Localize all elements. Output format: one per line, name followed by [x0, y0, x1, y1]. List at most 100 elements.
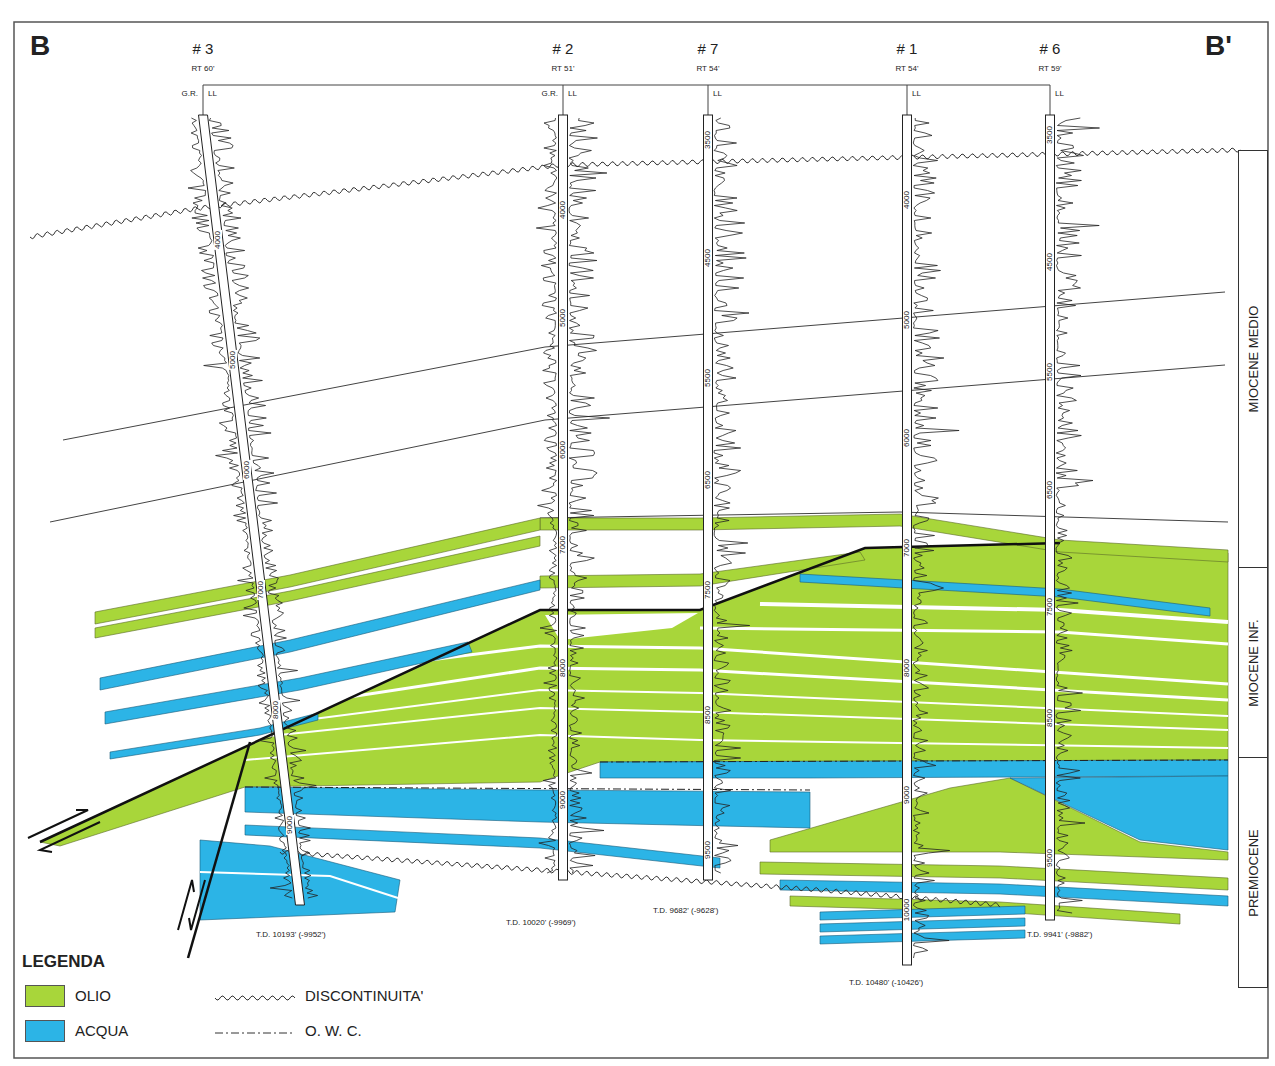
depth-mark: 5500	[1046, 362, 1054, 382]
well-header	[1050, 85, 1051, 115]
depth-mark: 7000	[903, 538, 911, 558]
depth-mark: 6000	[559, 440, 567, 460]
well-column	[1046, 115, 1055, 920]
depth-mark: 3500	[1046, 125, 1054, 145]
fault-arrow	[189, 880, 205, 930]
depth-mark: 6500	[1046, 480, 1054, 500]
layer-gap	[245, 604, 1228, 760]
well-header	[203, 85, 204, 115]
fault-arrow	[40, 822, 100, 852]
depth-mark: 4500	[1046, 252, 1054, 272]
well-log-trace	[714, 118, 750, 873]
water-layer	[800, 574, 1210, 616]
well-annotation: G.R.	[182, 89, 198, 98]
well-log-trace	[188, 118, 292, 898]
band-label: MIOCENE MEDIO	[1246, 306, 1261, 413]
depth-mark: 8500	[1046, 708, 1054, 728]
section-end-label: B	[30, 30, 50, 62]
legend-text: OLIO	[75, 987, 111, 1004]
fault-arrow	[178, 880, 194, 930]
legend-sample	[215, 996, 295, 1033]
water-layer	[800, 574, 1210, 616]
water-layer	[1010, 776, 1228, 850]
total-depth: T.D. 9941' (-9882')	[1026, 930, 1093, 939]
owc-line	[245, 760, 1228, 790]
well-column	[903, 115, 912, 965]
layer-gap	[700, 628, 1228, 644]
legend-swatch	[25, 985, 65, 1007]
stratigraphic-band: MIOCENE MEDIO	[1238, 150, 1268, 568]
well-header	[907, 85, 908, 115]
well-column	[199, 115, 1055, 965]
total-depth: T.D. 10193' (-9952')	[255, 930, 327, 939]
depth-mark: 5000	[559, 308, 567, 328]
depth-mark: 9000	[559, 790, 567, 810]
depth-mark: 7500	[704, 580, 712, 600]
well-column	[559, 115, 568, 880]
oil-layer	[95, 536, 540, 638]
owc-line	[600, 760, 1228, 762]
well-annotation: LL	[208, 89, 217, 98]
layer-gap	[260, 708, 1228, 737]
fault-arrow	[28, 810, 205, 930]
depth-mark: 6000	[243, 460, 251, 480]
well-log-trace	[913, 118, 959, 958]
oil-layer	[95, 518, 540, 624]
depth-mark: 3500	[704, 130, 712, 150]
well-log-trace	[569, 118, 610, 873]
well-log	[188, 118, 1100, 958]
depth-mark: 10000	[903, 898, 911, 922]
well-log-trace	[1056, 118, 1100, 913]
depth-mark: 6000	[903, 428, 911, 448]
well-header	[203, 85, 1050, 115]
depth-mark: 8000	[559, 658, 567, 678]
depth-mark: 4000	[559, 200, 567, 220]
legend-text: O. W. C.	[305, 1022, 362, 1039]
well-header	[708, 85, 709, 115]
depth-mark: 4000	[214, 230, 222, 250]
total-depth: T.D. 9682' (-9628')	[652, 906, 719, 915]
fault	[188, 742, 250, 958]
well-name: # 2	[553, 40, 574, 57]
well-name: # 3	[193, 40, 214, 57]
well-log-trace	[536, 118, 557, 873]
fault-arrow	[28, 810, 88, 838]
depth-mark: 6500	[704, 470, 712, 490]
well-log-trace	[209, 118, 317, 898]
depth-mark: 7000	[559, 535, 567, 555]
well-annotation: RT 54'	[696, 64, 719, 73]
depth-mark: 9500	[1046, 848, 1054, 868]
depth-mark: 5500	[704, 368, 712, 388]
legend-swatch	[25, 1020, 65, 1042]
depth-mark: 7500	[1046, 597, 1054, 617]
band-label: PREMIOCENE	[1246, 829, 1261, 916]
layer-gap	[290, 690, 1228, 722]
well-column	[199, 115, 305, 905]
depth-mark: 4000	[903, 190, 911, 210]
water-layer	[780, 880, 1228, 906]
stratigraphic-band: MIOCENE INF.	[1238, 567, 1268, 758]
total-depth: T.D. 10020' (-9969')	[505, 918, 577, 927]
well-annotation: G.R.	[542, 89, 558, 98]
well-annotation: RT 60'	[191, 64, 214, 73]
oil-layer	[540, 514, 1228, 562]
water-layer	[820, 918, 1025, 932]
section-end-label: B'	[1205, 30, 1232, 62]
well-name: # 7	[698, 40, 719, 57]
well-annotation: RT 59'	[1038, 64, 1061, 73]
well-annotation: LL	[912, 89, 921, 98]
well-annotation: LL	[1055, 89, 1064, 98]
depth-mark: 4500	[704, 248, 712, 268]
well-annotation: LL	[713, 89, 722, 98]
well-annotation: RT 54'	[895, 64, 918, 73]
well-column	[704, 115, 713, 880]
depth-mark: 9000	[903, 785, 911, 805]
depth-mark: 8500	[704, 705, 712, 725]
depth-mark: 9000	[286, 815, 294, 835]
legend-text: DISCONTINUITA'	[305, 987, 423, 1004]
unconformity	[280, 851, 1000, 908]
depth-mark: 7000	[257, 580, 265, 600]
well-header	[203, 85, 1050, 86]
legend-text: ACQUA	[75, 1022, 128, 1039]
